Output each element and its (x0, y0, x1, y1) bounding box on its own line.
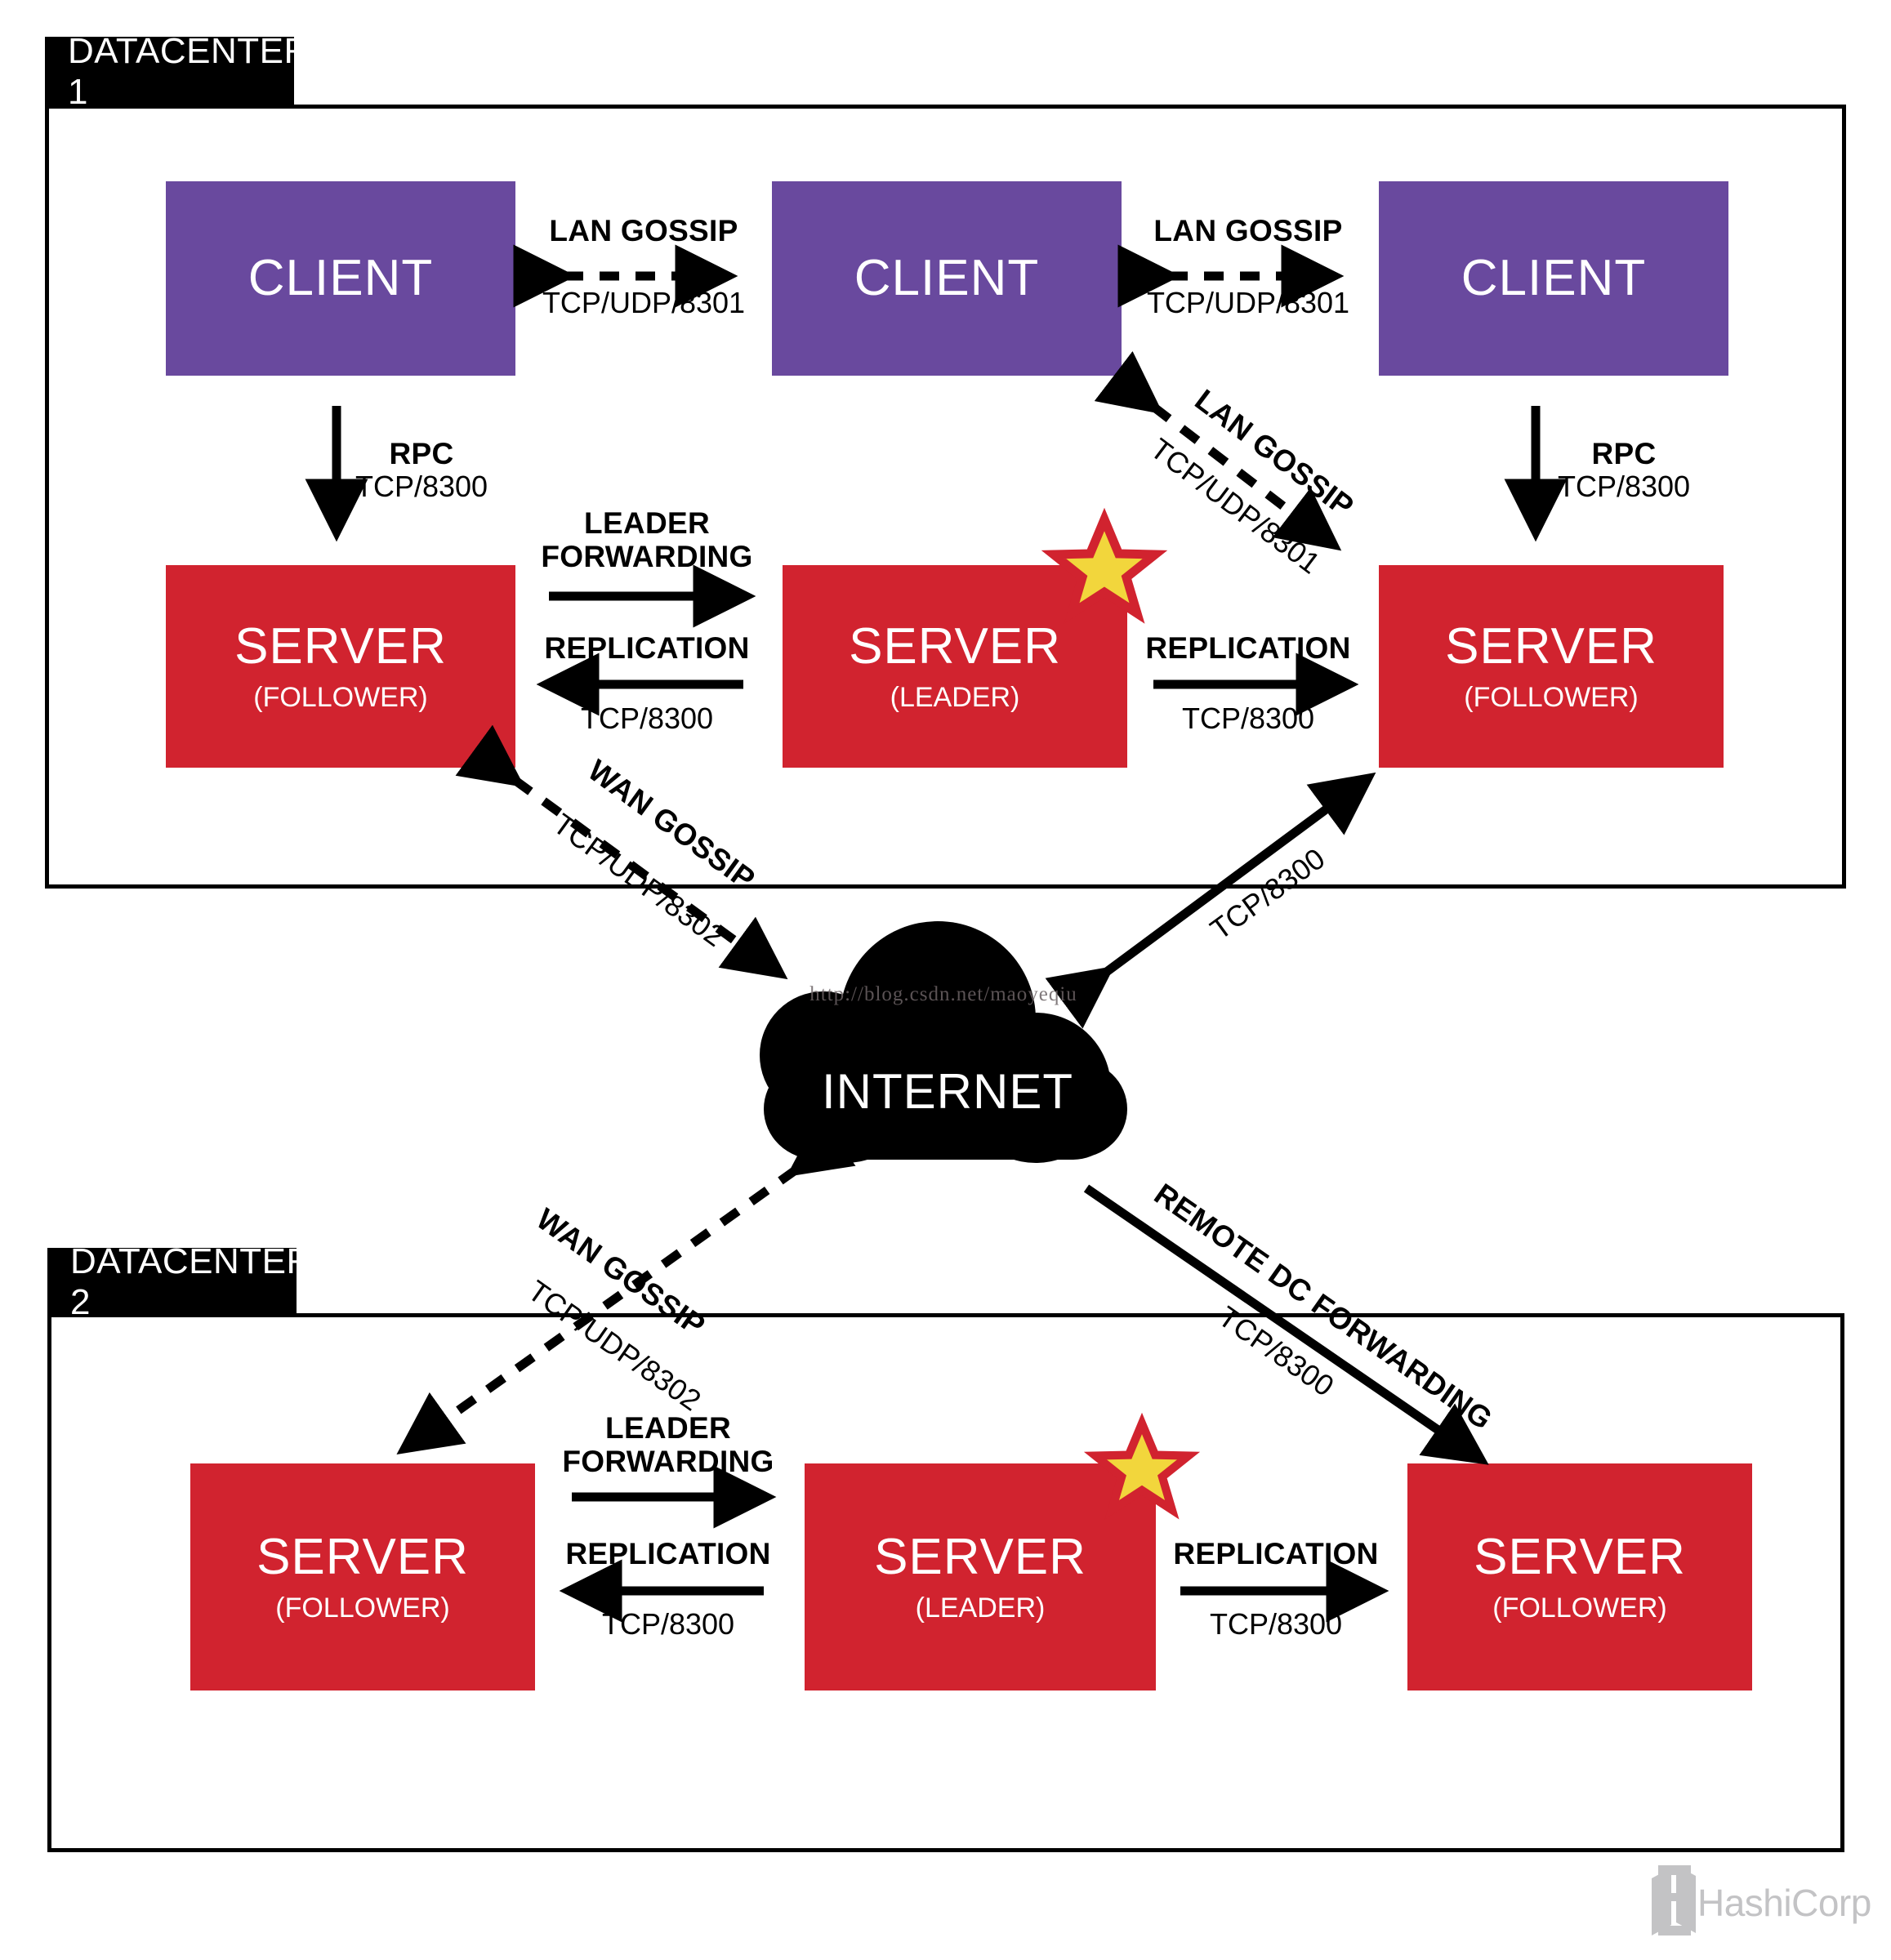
leader-forwarding-dc1-line2: FORWARDING (541, 540, 753, 574)
dc2-server-follower-left[interactable]: SERVER (FOLLOWER) (190, 1463, 535, 1690)
dc1-server-right-label: SERVER (1445, 618, 1657, 675)
datacenter-2-label: DATACENTER 2 (70, 1241, 313, 1322)
hashicorp-brand: HashiCorp (1697, 1881, 1871, 1925)
dc1-server-left-label: SERVER (234, 618, 447, 675)
leader-forwarding-dc2-line1: LEADER (605, 1411, 731, 1445)
dc1-server-follower-right[interactable]: SERVER (FOLLOWER) (1379, 565, 1724, 768)
replication-dc1-left-title: REPLICATION (544, 631, 750, 665)
leader-forwarding-label-dc2: LEADER FORWARDING (562, 1411, 774, 1479)
replication-label-dc2-left: REPLICATION TCP/8300 (565, 1537, 770, 1642)
dc2-server-right-role: (FOLLOWER) (1492, 1592, 1667, 1624)
hashicorp-logo-icon (1652, 1865, 1696, 1936)
dc2-server-right-label: SERVER (1474, 1529, 1686, 1585)
dc1-client-3[interactable]: CLIENT (1379, 181, 1728, 376)
dc1-client-1[interactable]: CLIENT (166, 181, 515, 376)
replication-label-dc1-right: REPLICATION TCP/8300 (1145, 631, 1350, 736)
dc2-server-leader-role: (LEADER) (915, 1592, 1046, 1624)
rpc-label-right: RPC TCP/8300 (1558, 437, 1690, 504)
dc2-server-leader[interactable]: SERVER (LEADER) (805, 1463, 1156, 1690)
datacenter-2-tab: DATACENTER 2 (47, 1241, 312, 1322)
replication-dc2-left-port: TCP/8300 (601, 1607, 735, 1642)
watermark-text: http://blog.csdn.net/maoyeqiu (809, 983, 1077, 1005)
rpc-right-port: TCP/8300 (1557, 470, 1691, 504)
hashicorp-wordmark: HashiCorp (1697, 1882, 1871, 1924)
replication-dc2-left-title: REPLICATION (565, 1537, 771, 1570)
datacenter-1-tab: DATACENTER 1 (45, 31, 310, 112)
internet-cloud (760, 921, 1127, 1163)
lan-gossip-2-title: LAN GOSSIP (1153, 214, 1343, 247)
dc1-client-1-label: CLIENT (248, 250, 434, 306)
replication-dc1-right-port: TCP/8300 (1181, 702, 1315, 736)
dc1-server-leader-role: (LEADER) (890, 682, 1020, 713)
replication-dc1-right-title: REPLICATION (1145, 631, 1351, 665)
lan-gossip-1-port: TCP/UDP/8301 (542, 286, 746, 320)
dc1-client-2[interactable]: CLIENT (772, 181, 1122, 376)
dc1-server-leader[interactable]: SERVER (LEADER) (783, 565, 1127, 768)
dc1-server-leader-label: SERVER (849, 618, 1061, 675)
leader-forwarding-dc2-line2: FORWARDING (562, 1445, 774, 1479)
leader-forwarding-label-dc1: LEADER FORWARDING (541, 506, 752, 574)
dc1-server-right-role: (FOLLOWER) (1464, 682, 1639, 713)
dc2-server-follower-right[interactable]: SERVER (FOLLOWER) (1407, 1463, 1752, 1690)
dc2-server-leader-label: SERVER (874, 1529, 1086, 1585)
dc1-client-3-label: CLIENT (1461, 250, 1647, 306)
leader-forwarding-dc1-line1: LEADER (584, 506, 710, 540)
datacenter-1-label: DATACENTER 1 (68, 31, 310, 112)
lan-gossip-label-2: LAN GOSSIP TCP/UDP/8301 (1147, 214, 1349, 320)
dc2-server-left-label: SERVER (256, 1529, 469, 1585)
replication-dc2-right-port: TCP/8300 (1209, 1607, 1343, 1642)
dc1-client-2-label: CLIENT (854, 250, 1040, 306)
rpc-left-port: TCP/8300 (355, 470, 488, 504)
dc2-server-left-role: (FOLLOWER) (275, 1592, 450, 1624)
lan-gossip-label-1: LAN GOSSIP TCP/UDP/8301 (542, 214, 745, 320)
internet-label: INTERNET (822, 1064, 1073, 1119)
lan-gossip-1-title: LAN GOSSIP (549, 214, 738, 247)
replication-label-dc1-left: REPLICATION TCP/8300 (544, 631, 749, 736)
replication-dc1-left-port: TCP/8300 (580, 702, 714, 736)
rpc-left-title: RPC (389, 437, 454, 470)
dc1-server-follower-left[interactable]: SERVER (FOLLOWER) (166, 565, 515, 768)
replication-dc2-right-title: REPLICATION (1173, 1537, 1379, 1570)
rpc-label-left: RPC TCP/8300 (355, 437, 488, 504)
replication-label-dc2-right: REPLICATION TCP/8300 (1173, 1537, 1378, 1642)
lan-gossip-2-port: TCP/UDP/8301 (1146, 286, 1350, 320)
rpc-right-title: RPC (1591, 437, 1657, 470)
datacenter-1-frame (45, 105, 1846, 889)
dc1-server-left-role: (FOLLOWER) (253, 682, 428, 713)
datacenter-2-frame (47, 1313, 1844, 1852)
